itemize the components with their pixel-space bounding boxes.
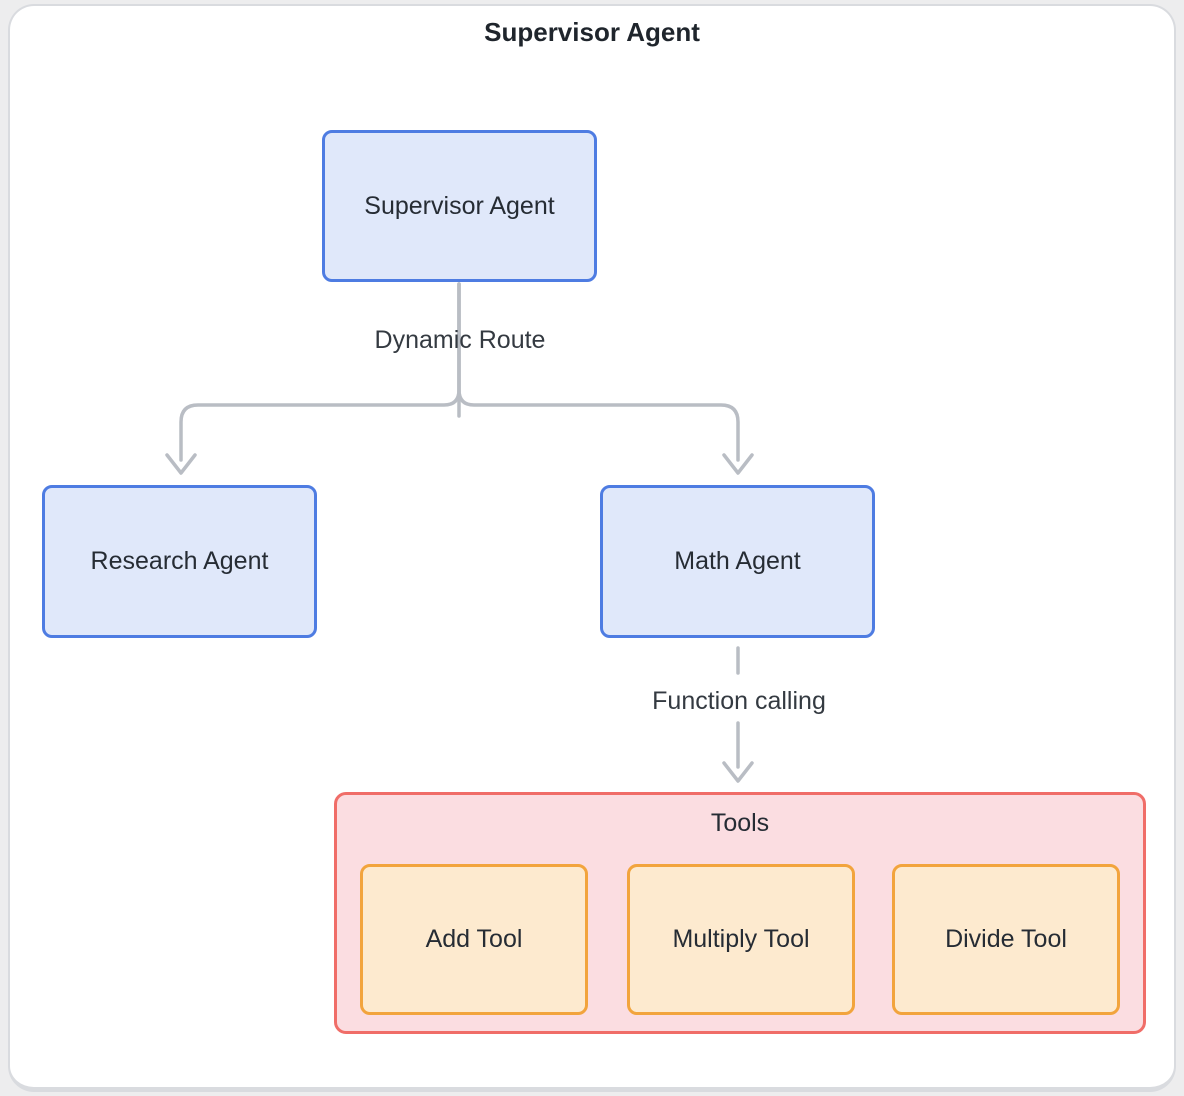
edge-label-function-calling: Function calling xyxy=(652,687,826,715)
diagram-title: Supervisor Agent xyxy=(484,17,700,47)
node-divide-tool: Divide Tool xyxy=(892,864,1120,1015)
node-multiply-tool-label: Multiply Tool xyxy=(672,925,810,953)
node-research-agent: Research Agent xyxy=(42,485,317,638)
edge-label-dynamic-route: Dynamic Route xyxy=(374,326,546,354)
node-supervisor-agent-label: Supervisor Agent xyxy=(364,191,555,220)
node-divide-tool-label: Divide Tool xyxy=(945,925,1067,953)
node-add-tool: Add Tool xyxy=(360,864,588,1015)
node-add-tool-label: Add Tool xyxy=(425,925,523,953)
tools-group: Tools Add Tool Multiply Tool Divide Tool xyxy=(334,792,1146,1034)
node-supervisor-agent: Supervisor Agent xyxy=(322,130,597,282)
node-research-agent-label: Research Agent xyxy=(90,547,269,575)
node-multiply-tool: Multiply Tool xyxy=(627,864,855,1015)
node-math-agent-label: Math Agent xyxy=(674,547,801,575)
node-math-agent: Math Agent xyxy=(600,485,875,638)
tools-group-label: Tools xyxy=(710,809,770,837)
